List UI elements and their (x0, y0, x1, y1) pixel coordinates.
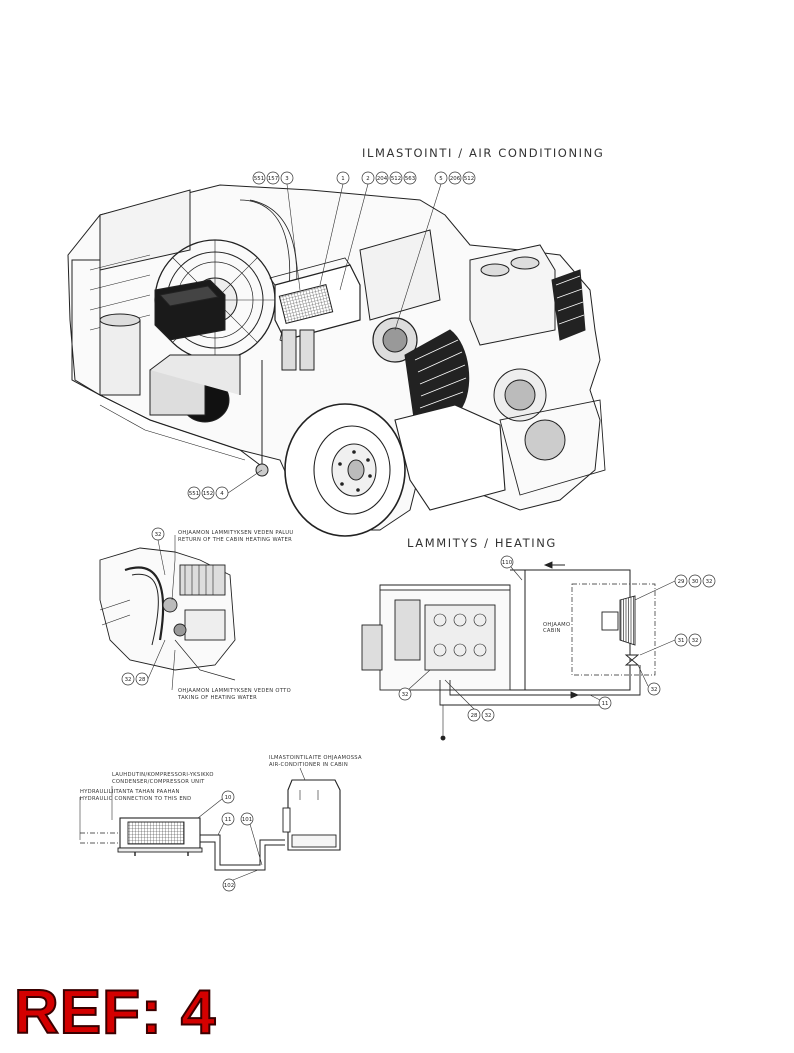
heating-title: LAMMITYS / HEATING (407, 536, 557, 550)
hydraulic-note-fi: HYDRAULILIITANTA TAHAN PAAHAN (80, 789, 180, 795)
taking-note-fi: OHJAAMON LAMMITYKSEN VEDEN OTTO (178, 688, 291, 694)
balloon-3: 3 (285, 176, 288, 182)
cabin-label-en: CABIN (543, 628, 561, 634)
ac-cabin-note-fi: ILMASTOINTILAITE OHJAAMOSSA (269, 755, 362, 761)
air-conditioning-title: ILMASTOINTI / AIR CONDITIONING (362, 146, 604, 160)
balloon-204: 204 (377, 176, 388, 182)
machine-drawing (67, 184, 606, 537)
balloon-32-outlet: 32 (485, 713, 492, 719)
cabin-label-fi: OHJAAMO (543, 622, 570, 628)
heating-leaders (408, 566, 676, 710)
condenser-note-en: CONDENSER/COMPRESSOR UNIT (112, 779, 205, 785)
balloon-32-valve: 32 (692, 638, 699, 644)
balloon-30: 30 (692, 579, 699, 585)
ref-label: REF: 4 (13, 978, 217, 1047)
balloon-10: 10 (225, 795, 232, 801)
ac-line-balloons (221, 790, 254, 892)
ac-line-schematic (80, 779, 341, 871)
top-balloons (252, 171, 476, 185)
engine-detail-drawing (99, 547, 236, 681)
return-note-en: RETURN OF THE CABIN HEATING WATER (178, 537, 292, 543)
balloon-551-top: 551 (254, 176, 264, 182)
balloon-11-ac: 11 (225, 817, 232, 823)
taking-note-en: TAKING OF HEATING WATER (177, 695, 257, 701)
balloon-28-engine: 28 (471, 713, 478, 719)
heating-balloons (398, 555, 716, 722)
balloon-1: 1 (341, 176, 344, 182)
balloon-2: 2 (366, 176, 369, 182)
balloon-32-engine: 32 (402, 692, 409, 698)
balloon-32-taking: 32 (125, 677, 132, 683)
engine-detail-leaders (147, 535, 176, 691)
balloon-102: 102 (224, 883, 234, 889)
hydraulic-note-en: HYDRAULIC CONNECTION TO THIS END (80, 796, 191, 802)
ac-line-leaders (197, 798, 263, 881)
balloon-32-return: 32 (155, 532, 162, 538)
balloon-101: 101 (242, 817, 252, 823)
balloon-563: 563 (405, 176, 415, 182)
balloon-28-taking: 28 (139, 677, 146, 683)
bottom-balloons (187, 486, 229, 500)
balloon-206: 206 (450, 176, 461, 182)
balloon-512-b: 512 (464, 176, 474, 182)
balloon-32-pipe: 32 (651, 687, 658, 693)
balloon-110: 110 (502, 560, 513, 566)
balloon-11-heating: 11 (602, 701, 609, 707)
balloon-5: 5 (439, 176, 442, 182)
ac-cabin-note-en: AIR-CONDITIONER IN CABIN (269, 762, 348, 768)
condenser-note-fi: LAUHDUTIN/KOMPRESSORI-YKSIKKO (112, 772, 214, 778)
balloon-157: 157 (268, 176, 278, 182)
top-balloon-leaders (286, 183, 442, 331)
balloon-31: 31 (678, 638, 685, 644)
return-note-fi: OHJAAMON LAMMITYKSEN VEDEN PALUU (178, 530, 293, 536)
engine-detail-balloons (121, 527, 165, 686)
balloon-32-heater: 32 (706, 579, 713, 585)
balloon-152: 152 (203, 491, 213, 497)
ac-cabin-note-leader (299, 767, 306, 781)
balloon-29: 29 (678, 579, 685, 585)
heating-schematic (361, 561, 656, 741)
balloon-4: 4 (220, 491, 224, 497)
balloon-551-bottom: 551 (189, 491, 199, 497)
bottom-balloon-leader (227, 469, 263, 494)
balloon-512-a: 512 (391, 176, 401, 182)
